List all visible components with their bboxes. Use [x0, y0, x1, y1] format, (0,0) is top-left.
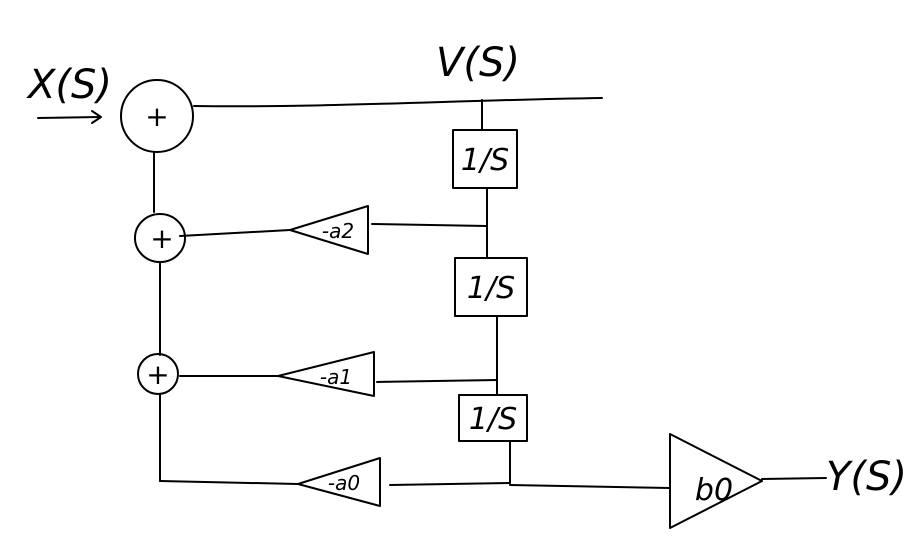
integrator-2: 1/S — [454, 257, 528, 317]
summing-junction-lower: + — [137, 353, 179, 395]
gain-a0-label: -a0 — [328, 471, 360, 495]
integrator-2-label: 1/S — [467, 271, 515, 306]
tap-after-int3 — [389, 482, 511, 486]
output-signal-label: Y(S) — [826, 454, 907, 500]
summing-junction-top: + — [120, 79, 194, 153]
summing-junction-middle: + — [134, 213, 186, 263]
integrator-3-label: 1/S — [469, 402, 517, 437]
wire-a2-to-summer — [179, 229, 291, 237]
summer-middle-symbol: + — [150, 222, 173, 255]
gain-b0: b0 — [669, 433, 763, 529]
state-line — [193, 97, 603, 108]
tap-after-int1 — [371, 223, 488, 227]
tap-after-int2 — [376, 379, 498, 383]
gain-a2: -a2 — [289, 205, 369, 255]
wire-to-output-gain — [509, 484, 671, 489]
wire-a0-to-summer — [159, 480, 299, 485]
integrator-1-label: 1/S — [461, 143, 509, 178]
gain-a2-label: -a2 — [322, 219, 354, 243]
input-signal-label: X(S) — [26, 62, 112, 108]
gain-a0: -a0 — [297, 457, 381, 507]
wire-output — [761, 477, 827, 480]
integrator-1: 1/S — [452, 129, 518, 189]
gain-a1: -a1 — [277, 351, 375, 397]
integrator-3: 1/S — [458, 394, 528, 442]
state-signal-label: V(S) — [436, 40, 520, 86]
summer-lower-symbol: + — [146, 358, 169, 391]
gain-b0-label: b0 — [695, 473, 733, 508]
summer-top-symbol: + — [145, 100, 168, 133]
gain-a1-label: -a1 — [320, 365, 352, 389]
input-arrow — [37, 110, 102, 124]
